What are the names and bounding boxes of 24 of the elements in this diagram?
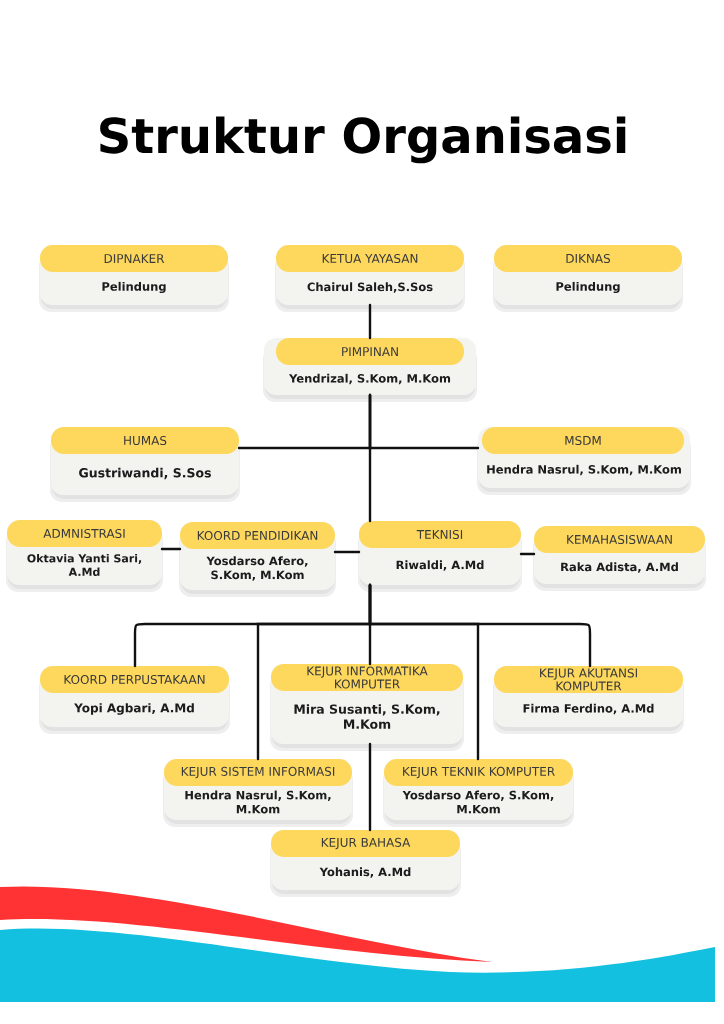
header-pill: HUMAS: [51, 427, 239, 454]
connector-line: [368, 583, 592, 668]
page-title: Struktur Organisasi: [100, 116, 626, 164]
header-pill: DIKNAS: [494, 245, 682, 272]
header-pill: KOORD PERPUSTAKAAN: [40, 666, 229, 693]
header-pill: KETUA YAYASAN: [276, 245, 464, 272]
connector-line: [519, 552, 536, 556]
header-pill: DIPNAKER: [40, 245, 228, 272]
header-pill: KEJUR SISTEM INFORMASI: [164, 759, 352, 786]
header-pill: KEMAHASISWAAN: [534, 526, 705, 553]
header-pill: KEJUR TEKNIK KOMPUTER: [384, 759, 573, 786]
connector-line: [333, 550, 361, 554]
header-pill: TEKNISI: [359, 521, 521, 548]
connector-line: [368, 393, 372, 523]
connector-line: [160, 547, 182, 551]
connector-line: [368, 742, 372, 832]
header-pill: KEJUR INFORMATIKA KOMPUTER: [271, 664, 463, 691]
header-pill: ADMNISTRASI: [7, 520, 162, 547]
header-pill: MSDM: [482, 427, 684, 454]
header-pill: PIMPINAN: [276, 338, 464, 365]
connector-line: [368, 303, 372, 340]
header-pill: KOORD PENDIDIKAN: [180, 522, 335, 549]
header-pill: KEJUR BAHASA: [271, 830, 460, 857]
header-pill: KEJUR AKUTANSI KOMPUTER: [494, 666, 683, 693]
